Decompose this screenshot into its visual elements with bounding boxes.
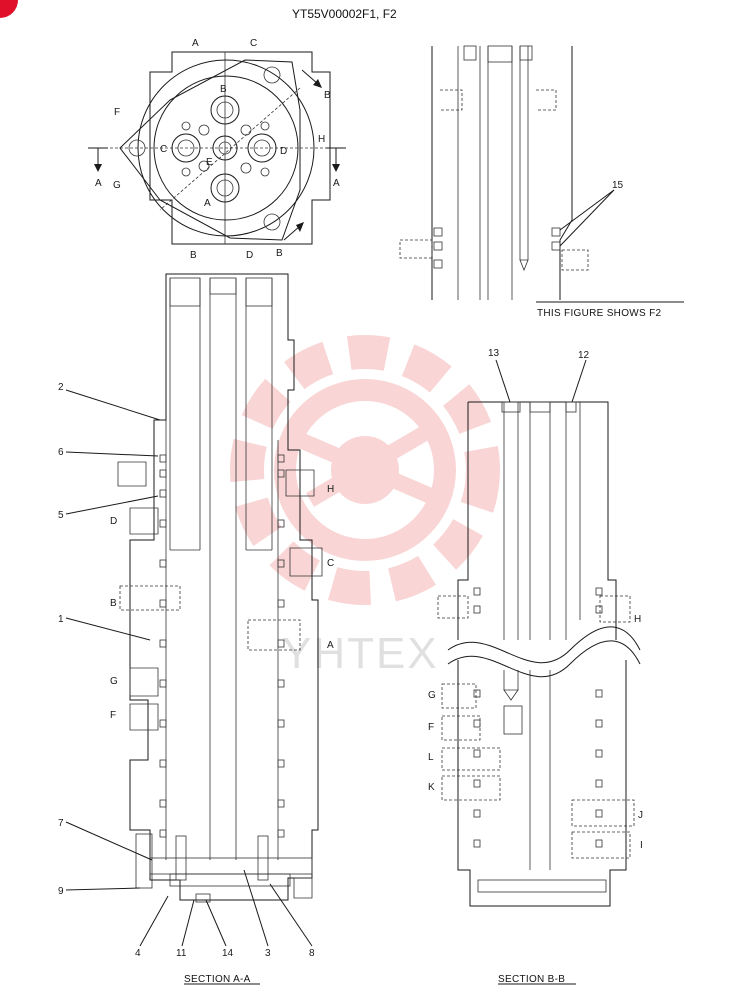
callout-6: 6	[58, 447, 64, 458]
callout-1: 1	[58, 614, 64, 625]
drawing-title: YT55V00002F1, F2	[292, 7, 397, 21]
watermark-text: YHTEX	[282, 629, 439, 678]
top-label-d-bottom: D	[246, 250, 253, 261]
callout-2: 2	[58, 382, 64, 393]
aa-port-g: G	[110, 676, 118, 687]
cut-label-b-lower: B	[276, 248, 283, 259]
port-label-e: E	[206, 157, 213, 168]
aa-port-h: H	[327, 484, 334, 495]
callout-3: 3	[265, 948, 271, 959]
callout-15: 15	[612, 180, 624, 191]
section-aa-view	[65, 273, 323, 985]
callout-7: 7	[58, 818, 64, 829]
callout-4: 4	[135, 948, 141, 959]
top-label-c: C	[250, 38, 257, 49]
bb-port-i: I	[640, 840, 643, 851]
f2-caption: THIS FIGURE SHOWS F2	[537, 308, 661, 319]
port-label-d: D	[280, 146, 287, 157]
cut-label-a-left: A	[95, 178, 102, 189]
top-view	[88, 51, 346, 245]
bb-port-g: G	[428, 690, 436, 701]
seal-grooves-right	[277, 454, 285, 838]
top-label-g: G	[113, 180, 121, 191]
aa-port-d: D	[110, 516, 117, 527]
aa-port-c: C	[327, 558, 334, 569]
port-label-a: A	[204, 198, 211, 209]
port-label-b: B	[220, 84, 227, 95]
callout-5: 5	[58, 510, 64, 521]
watermark-gear-logo	[230, 335, 500, 605]
corner-badge	[0, 0, 18, 18]
section-bb-caption: SECTION B-B	[498, 974, 565, 985]
section-bb-view	[437, 359, 641, 985]
callout-14: 14	[222, 948, 234, 959]
bb-seal-grooves	[473, 587, 603, 848]
aa-port-f: F	[110, 710, 116, 721]
callout-9: 9	[58, 886, 64, 897]
callout-8: 8	[309, 948, 315, 959]
port-label-c: C	[160, 144, 167, 155]
f2-detail-view	[399, 45, 684, 303]
top-label-f: F	[114, 107, 120, 118]
bb-port-j: J	[638, 810, 643, 821]
aa-port-a: A	[327, 640, 334, 651]
bb-port-f: F	[428, 722, 434, 733]
seal-grooves-left	[159, 454, 167, 838]
bb-port-k: K	[428, 782, 435, 793]
callout-13: 13	[488, 348, 500, 359]
section-aa-caption: SECTION A-A	[184, 974, 251, 985]
cut-label-a-right: A	[333, 178, 340, 189]
top-label-a: A	[192, 38, 199, 49]
cut-label-b-upper: B	[324, 90, 331, 101]
top-label-h: H	[318, 134, 325, 145]
callout-11: 11	[176, 948, 187, 959]
bb-port-l: L	[428, 752, 434, 763]
bb-port-h: H	[634, 614, 641, 625]
callout-12: 12	[578, 350, 590, 361]
aa-port-b: B	[110, 598, 117, 609]
top-label-b-bottom: B	[190, 250, 197, 261]
